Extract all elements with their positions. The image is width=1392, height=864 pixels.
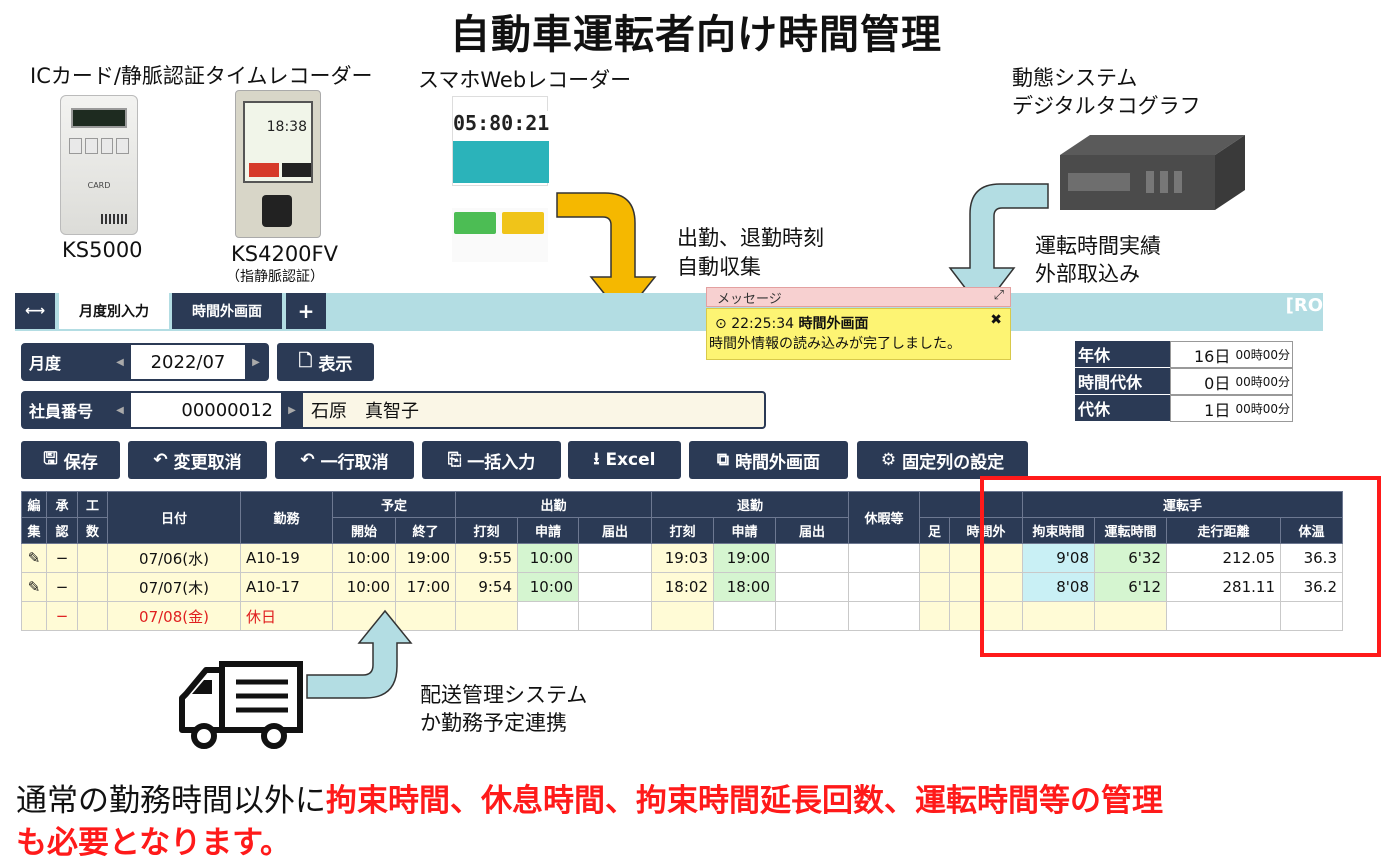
ks4200-device-image: 18:38 [235,90,321,238]
gear-icon: ⚙ [880,450,897,470]
tab-monthly-input[interactable]: 月度別入力 [59,293,169,329]
tacho-caption-1: 動態システム [1012,66,1138,90]
col-out-stamp: 打刻 [651,517,714,544]
tab-overtime-screen[interactable]: 時間外画面 [172,293,282,329]
col-in-apply: 申請 [517,517,579,544]
schedule-link-arrow-icon [306,609,413,699]
prev-employee-button[interactable]: ◀ [109,393,131,427]
auto-collect-note-2: 自動収集 [677,255,761,279]
message-header: メッセージ⤢ [706,287,1011,307]
tachograph-device-image [1060,135,1245,210]
auto-collect-note-1: 出勤、退勤時刻 [677,226,824,250]
col-in-stamp: 打刻 [455,517,518,544]
col-driving: 運転時間 [1094,517,1167,544]
smartphone-buttons-image [452,208,548,262]
add-tab-button[interactable]: + [286,293,326,329]
ks4200-label: KS4200FV [231,242,338,266]
table-row[interactable]: ✎ − 07/07(木) A10-17 10:00 17:00 9:54 10:… [21,572,1343,602]
fixed-columns-button[interactable]: ⚙固定列の設定 [857,441,1028,479]
month-filter: 月度 ◀ 2022/07 ▶ [21,343,269,381]
smartphone-recorder-image: 05:80:21 [452,96,549,186]
col-clock-in: 出勤 [455,491,652,518]
message-time: 22:25:34 [731,316,795,332]
col-plan-start: 開始 [332,517,396,544]
import-note-2: 外部取込み [1035,262,1140,286]
employee-name: 石原 真智子 [311,401,419,422]
col-out-apply: 申請 [713,517,776,544]
col-ot-supp: 足 [919,517,950,544]
ic-recorder-caption: ICカード/静脈認証タイムレコーダー [30,64,373,88]
col-in-report: 届出 [578,517,652,544]
employee-label: 社員番号 [23,393,109,427]
col-ot-out: 時間外 [949,517,1023,544]
clock-icon: ⊙ [715,316,727,332]
col-edit: 編 [21,491,47,518]
employee-id-input[interactable]: 00000012 [131,393,281,427]
tab-bar: ⟷ 月度別入力 時間外画面 + [RO [15,293,1323,331]
truck-icon [179,661,303,749]
web-recorder-caption: スマホWebレコーダー [418,68,632,92]
delivery-note-1: 配送管理システム [420,683,588,707]
undo-change-button[interactable]: ↶変更取消 [128,441,267,479]
tacho-caption-2: デジタルタコグラフ [1012,94,1201,118]
edit-pencil-icon[interactable]: ✎ [21,572,47,602]
next-employee-button[interactable]: ▶ [281,393,303,427]
save-icon: 🖫 [43,448,58,469]
table-row[interactable]: ✎ − 07/06(水) A10-19 10:00 19:00 9:55 10:… [21,543,1343,573]
import-note-1: 運転時間実績 [1035,234,1161,258]
document-icon: 🗋 [298,350,313,371]
table-row[interactable]: − 07/08(金) 休日 [21,601,1343,631]
message-title: 時間外画面 [798,316,869,332]
ks4200-sublabel: （指静脈認証） [226,269,324,285]
ks5000-device-image: CARD [60,95,138,235]
col-approve: 承 [46,491,78,518]
attendance-grid: 編 承 工 日付 勤務 予定 出勤 退勤 休暇等 運転手 集 認 数 開始 終了… [21,491,1343,631]
col-workload: 工 [77,491,108,518]
employee-filter: 社員番号 ◀ 00000012 ▶ 石原 真智子 [21,391,766,429]
download-icon: ⭳ [593,448,600,469]
delivery-note-2: か勤務予定連携 [420,711,567,735]
col-clock-out: 退勤 [651,491,849,518]
col-date: 日付 [107,491,241,544]
col-distance: 走行距離 [1166,517,1281,544]
col-driver: 運転手 [1022,491,1343,518]
month-label: 月度 [23,345,109,379]
summary-text: 通常の勤務時間以外に拘束時間、休息時間、拘束時間延長回数、運転時間等の管理 も必… [16,783,1163,861]
col-out-report: 届出 [775,517,849,544]
next-month-button[interactable]: ▶ [245,345,267,379]
page-title: 自動車運転者向け時間管理 [450,12,942,58]
excel-export-button[interactable]: ⭳Excel [568,441,681,479]
col-holiday: 休暇等 [848,491,920,544]
bulk-input-button[interactable]: ⎘一括入力 [422,441,561,479]
col-plan-end: 終了 [395,517,456,544]
col-shift: 勤務 [240,491,333,544]
message-body: 時間外情報の読み込みが完了しました。 [709,336,961,352]
undo-icon: ↶ [153,450,168,470]
copy-icon: ⎘ [447,450,462,470]
prev-month-button[interactable]: ◀ [109,345,131,379]
ks5000-label: KS5000 [62,238,143,262]
edit-pencil-icon[interactable]: ✎ [21,543,47,573]
save-button[interactable]: 🖫保存 [21,441,120,479]
undo-row-button[interactable]: ↶一行取消 [275,441,414,479]
month-value[interactable]: 2022/07 [150,351,226,373]
ro-indicator: [RO [1285,295,1323,316]
window-icon: ⧉ [716,450,730,470]
menu-toggle-button[interactable]: ⟷ [15,293,55,329]
undo-icon: ↶ [300,450,315,470]
message-toast: ⊙ 22:25:34 時間外画面 ✖ 時間外情報の読み込みが完了しました。 [706,308,1011,360]
show-button[interactable]: 🗋表示 [277,343,374,381]
col-restraint: 拘束時間 [1022,517,1095,544]
col-overtime-group [919,491,1023,518]
close-icon[interactable]: ✖ [990,312,1002,328]
overtime-screen-button[interactable]: ⧉時間外画面 [689,441,848,479]
col-plan: 予定 [332,491,456,518]
driver-columns-highlight [980,476,1381,657]
